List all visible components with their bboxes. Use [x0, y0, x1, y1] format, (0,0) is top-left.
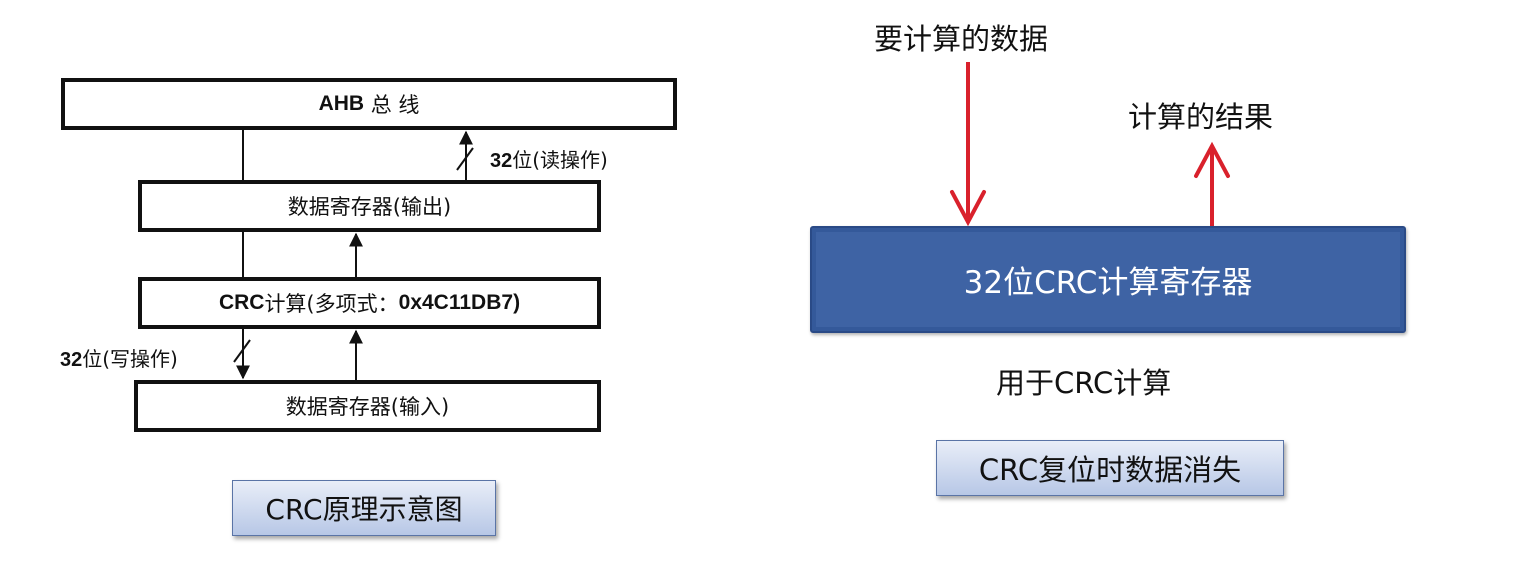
- write-slash-mark: [233, 339, 251, 363]
- reset-note-box: CRC复位时数据消失: [936, 440, 1284, 496]
- purpose-label: 用于CRC计算: [996, 366, 1172, 400]
- left-caption-text: CRC原理示意图: [265, 493, 463, 526]
- ahb-bus-label: 总 线: [370, 93, 420, 117]
- read-width-text: 位(读操作): [512, 148, 608, 172]
- read-width-number: 32: [490, 150, 513, 172]
- left-caption-box: CRC原理示意图: [232, 480, 496, 536]
- data-register-output-label: 数据寄存器(输出): [287, 195, 452, 219]
- input-data-label: 要计算的数据: [874, 22, 1049, 56]
- read-slash-mark: [456, 147, 474, 171]
- crc-prefix: CRC: [218, 291, 265, 314]
- reset-note-text: CRC复位时数据消失: [978, 453, 1242, 487]
- data-register-input-label: 数据寄存器(输入): [285, 395, 450, 419]
- output-up-arrow: [1194, 141, 1230, 228]
- crc-register-label: 32位CRC计算寄存器: [963, 265, 1253, 301]
- ahb-prefix: AHB: [318, 92, 365, 115]
- crc-polynomial-value: 0x4C11DB7: [398, 291, 514, 314]
- crc-calc-suffix: ): [513, 291, 521, 314]
- write-width-text: 位(写操作): [82, 347, 178, 371]
- read-operation-label: 32位(读操作): [490, 144, 608, 173]
- data-register-input-block: 数据寄存器(输入): [134, 380, 601, 432]
- write-width-number: 32: [60, 349, 83, 371]
- data-register-output-block: 数据寄存器(输出): [138, 180, 601, 232]
- output-result-label: 计算的结果: [1128, 100, 1274, 134]
- ahb-bus-block: AHB 总 线: [61, 78, 677, 130]
- crc-calc-label: 计算(多项式：: [264, 292, 399, 316]
- crc-register-box: 32位CRC计算寄存器: [810, 226, 1406, 333]
- write-operation-label: 32位(写操作): [60, 343, 178, 372]
- input-down-arrow: [950, 62, 986, 227]
